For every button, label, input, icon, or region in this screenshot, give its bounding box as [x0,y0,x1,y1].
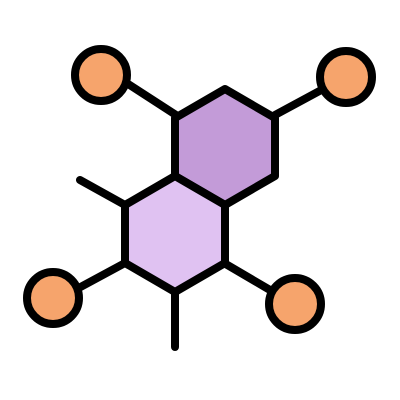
bond-bottom-left [71,259,129,294]
atom-top-left [71,45,131,105]
bonds [71,78,329,351]
atom-bottom-left [23,268,83,328]
atoms [23,45,376,334]
atom-top-right [316,47,376,107]
bond-top-left [121,78,180,119]
atom-bottom-right [265,274,325,334]
bond-bottom-right [220,259,274,294]
bond-top-right [271,84,329,119]
bond-left-stub [76,176,129,209]
hexagon-ring-bottom [121,172,229,296]
